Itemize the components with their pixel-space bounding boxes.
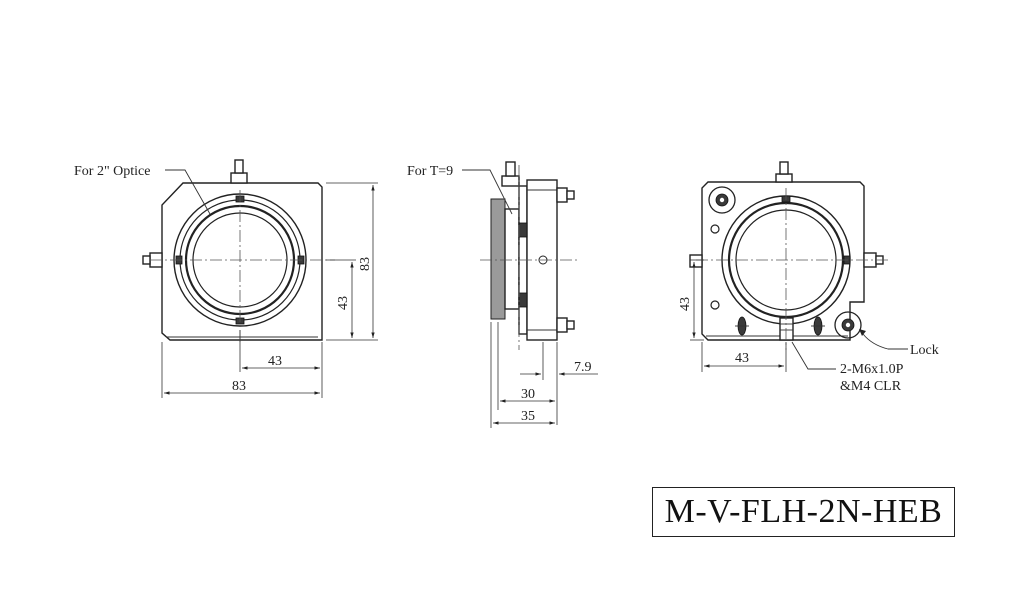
side-callout-text: For T=9 <box>407 164 453 179</box>
back-lock-hex <box>845 322 851 328</box>
back-top-knob <box>779 161 789 175</box>
front-dim-center-y: 43 <box>336 296 351 310</box>
back-lock-ring <box>834 311 862 339</box>
side-adjuster-top-base <box>556 187 568 203</box>
thread-leader <box>791 341 836 370</box>
side-front-plate <box>490 198 506 320</box>
front-left-knob <box>142 255 151 265</box>
side-top-post-base <box>501 175 520 187</box>
back-dim-center-y: 43 <box>678 297 693 311</box>
back-screw <box>710 224 720 234</box>
side-top-post <box>505 161 516 177</box>
side-adjuster-top <box>566 190 575 200</box>
back-adjuster-hex <box>719 197 725 203</box>
back-screw <box>710 300 720 310</box>
back-thread-label-2: &M4 CLR <box>840 379 902 394</box>
side-dim-offset: 7.9 <box>574 360 592 375</box>
side-spring-top <box>518 222 528 238</box>
title-block: M-V-FLH-2N-HEB <box>652 487 955 537</box>
side-ring-block <box>504 208 520 310</box>
front-top-knob <box>234 159 244 174</box>
front-dim-height: 83 <box>358 257 373 271</box>
side-dim-depth-b: 35 <box>521 409 535 424</box>
front-top-knob-base <box>230 172 248 184</box>
side-adjuster-bottom-base <box>556 317 568 333</box>
front-dim-center-x: 43 <box>268 354 282 369</box>
side-adjuster-bottom <box>566 320 575 330</box>
back-left-tab <box>689 254 703 268</box>
lock-leader-arrow <box>859 329 866 336</box>
back-thread-label-1: 2-M6x1.0P <box>840 362 904 377</box>
back-dim-center-x: 43 <box>735 351 749 366</box>
side-callout-leader <box>462 169 513 215</box>
part-number-title: M-V-FLH-2N-HEB <box>664 493 943 530</box>
front-callout-text: For 2" Optice <box>74 164 150 179</box>
back-view: Lock 2-M6x1.0P &M4 CLR 43 43 <box>678 161 939 394</box>
front-callout-leader <box>165 169 211 215</box>
side-dim-depth-a: 30 <box>521 387 535 402</box>
front-view: For 2" Optice 43 83 43 83 <box>74 159 378 398</box>
side-spring-bottom <box>518 292 528 308</box>
side-view: For T=9 7.9 30 35 <box>407 161 598 428</box>
back-adjuster-ring <box>708 186 736 214</box>
lock-leader <box>862 333 908 350</box>
back-lock-label: Lock <box>910 343 939 358</box>
back-pin-left <box>735 316 749 336</box>
back-pin-right <box>811 316 825 336</box>
back-top-knob-base <box>775 173 793 183</box>
back-thread-block <box>779 317 794 341</box>
front-dim-width: 83 <box>232 379 246 394</box>
